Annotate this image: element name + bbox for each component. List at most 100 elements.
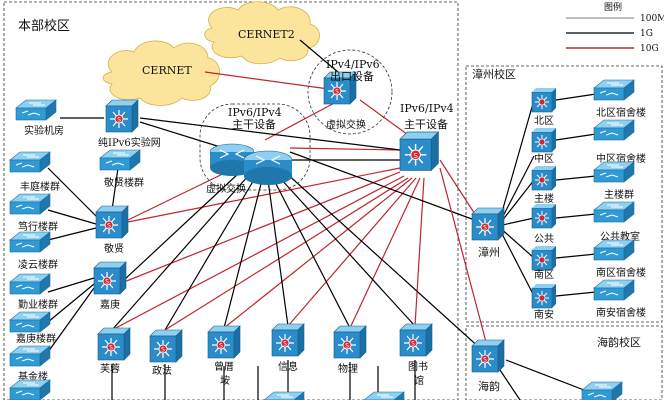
switch-gonggong[interactable]: 公共 — [531, 203, 557, 245]
cernet2-cloud: CERNET2 — [204, 1, 320, 65]
hy-link-1 — [505, 359, 585, 391]
hy-link-2 — [499, 369, 521, 400]
jingxian-label: 敬贤 — [104, 242, 124, 255]
switch-wuli[interactable]: 物理 — [333, 325, 367, 375]
link-core2-haiyun — [439, 167, 487, 343]
switch-nanqu-dorm[interactable]: 南区宿舍楼 — [593, 239, 646, 279]
link-zengcuo-core1 — [223, 179, 263, 329]
link-zengcuo-core2 — [223, 177, 413, 329]
link-qinye — [47, 277, 95, 293]
main-campus-frame — [3, 1, 459, 400]
beiqu-label: 北区 — [534, 115, 554, 127]
zhongqu-label: 中区 — [534, 152, 554, 165]
legend-label-10g: 10G — [640, 44, 659, 54]
haiyun-campus-frame — [465, 325, 663, 400]
link-wuli-core1 — [273, 179, 351, 329]
jiaqing-group-label: 嘉庚楼群 — [16, 332, 56, 345]
zhangzhou-campus-label: 漳州校区 — [472, 67, 516, 81]
link-wuli-core2 — [349, 177, 421, 329]
core1-virtual-group — [199, 103, 311, 191]
link-zhengfa-core2 — [164, 177, 409, 331]
link-jiaqing-core1 — [123, 171, 241, 281]
zhengfa-label: 政法 — [152, 364, 172, 377]
link-cernet-egress — [204, 71, 337, 91]
link-core2-zhangzhou — [439, 159, 481, 223]
switch-nanan[interactable]: 南安 — [531, 283, 557, 321]
link-jijin — [47, 287, 95, 353]
switch-zhulou-group[interactable]: 主楼群 — [593, 161, 635, 201]
zz-link-zhongqu-dorm — [555, 133, 597, 141]
zhulou-label: 主楼 — [534, 192, 554, 205]
zhangzhou-campus-frame — [465, 65, 663, 323]
beiqu-dorm-label: 北区宿舍楼 — [596, 106, 646, 119]
switch-tushuguan[interactable]: 图书 馆 — [399, 323, 433, 387]
switch-jingxian-group[interactable]: 敬贤楼群 — [99, 149, 144, 189]
zengcuo-label-2: 垵 — [220, 374, 230, 387]
switch-jiaqing[interactable]: 嘉庚 — [93, 261, 127, 311]
switch-zhangzhou-core[interactable]: 漳州 — [471, 207, 505, 259]
link-core1-core2 — [289, 147, 401, 151]
switch-duxing[interactable]: 笃行楼群 — [9, 193, 58, 233]
switch-zhulou[interactable]: 主楼 — [531, 165, 557, 205]
switch-nanan-dorm[interactable]: 南安宿舍楼 — [593, 279, 646, 319]
core1-device[interactable]: IPv6/IPv4 主干设备 虚拟交换 — [206, 106, 293, 195]
tushuguan-label-2: 馆 — [414, 374, 424, 387]
nanqu-label: 南区 — [534, 268, 554, 281]
switch-lab[interactable]: 实验机房 — [15, 99, 64, 137]
egress-device[interactable]: IPv4/IPv6 出口设备 虚拟交换 — [323, 58, 380, 131]
legend-title: 图例 — [604, 1, 622, 13]
lab-label: 实验机房 — [24, 124, 64, 137]
switch-pure-ipv6[interactable]: 纯IPv6实验网 — [98, 99, 161, 149]
switch-nanqu[interactable]: 南区 — [531, 245, 557, 281]
zz-link-zhulou-group — [555, 175, 597, 181]
link-tsg-core1 — [279, 177, 416, 327]
link-jqgroup — [47, 283, 95, 323]
core2-device[interactable]: IPv6/IPv4 主干设备 — [399, 102, 454, 172]
switch-qinye[interactable]: 勤业楼群 — [9, 273, 58, 311]
switch-jiaqing-group[interactable]: 嘉庚楼群 — [9, 311, 56, 345]
switch-zhongqu-dorm[interactable]: 中区宿舍楼 — [593, 119, 646, 165]
cernet-cloud: CERNET — [102, 40, 220, 106]
nanan-dorm-label: 南安宿舍楼 — [596, 306, 646, 319]
switch-zengcuo[interactable]: 曾厝 垵 — [207, 325, 241, 387]
switch-lingyun[interactable]: 凌云楼群 — [9, 231, 58, 271]
link-jingxian-core1 — [127, 167, 236, 221]
egress-label-2: 出口设备 — [330, 69, 374, 83]
link-furong-core1 — [111, 175, 249, 331]
link-duxing — [47, 209, 97, 225]
switch-beiqu-dorm[interactable]: 北区宿舍楼 — [593, 79, 646, 119]
link-pureipv6-core2 — [139, 117, 401, 151]
link-jiaqing-core2 — [123, 171, 401, 283]
router-icon — [209, 143, 255, 176]
zz-link-beiqu — [497, 99, 535, 227]
switch-haiyun[interactable]: 海韵 — [471, 339, 505, 393]
switch-zhengfa[interactable]: 政法 — [149, 329, 183, 377]
switch-jijin[interactable]: 基金楼 — [9, 345, 51, 400]
switch-xinxi[interactable]: 信息 — [271, 323, 305, 373]
legend-label-100m: 100M — [640, 14, 664, 24]
gonggong-label: 公共 — [534, 233, 554, 245]
link-xinxi-core1 — [267, 179, 289, 327]
zhangzhou-core-label: 漳州 — [478, 245, 500, 259]
lingyun-label: 凌云楼群 — [18, 258, 58, 271]
qinye-label: 勤业楼群 — [18, 298, 58, 311]
link-jxgroup — [111, 167, 119, 211]
core2-label-2: 主干设备 — [404, 117, 448, 131]
link-fengting — [47, 167, 105, 225]
switch-zhongqu[interactable]: 中区 — [531, 127, 557, 165]
switch-fengting[interactable]: 丰庭楼群 — [9, 151, 60, 193]
nanqu-dorm-label: 南区宿舍楼 — [596, 266, 646, 279]
switch-beiqu[interactable]: 北区 — [531, 87, 557, 127]
link-core1-zhangzhou — [289, 151, 481, 223]
egress-label-1: IPv4/IPv6 — [326, 58, 380, 71]
duxing-label: 笃行楼群 — [18, 220, 58, 233]
zz-link-beiqu-dorm — [555, 93, 597, 101]
links — [47, 39, 597, 400]
switch-gonggong-room[interactable]: 公共教室 — [593, 201, 640, 243]
jingxian-group-label: 敬贤楼群 — [104, 176, 144, 189]
link-furong-core2 — [111, 175, 405, 331]
switch-jingxian[interactable]: 敬贤 — [95, 205, 129, 255]
switch-furong[interactable]: 芙蓉 — [97, 327, 131, 375]
haiyun-campus-label: 海韵校区 — [597, 335, 641, 349]
